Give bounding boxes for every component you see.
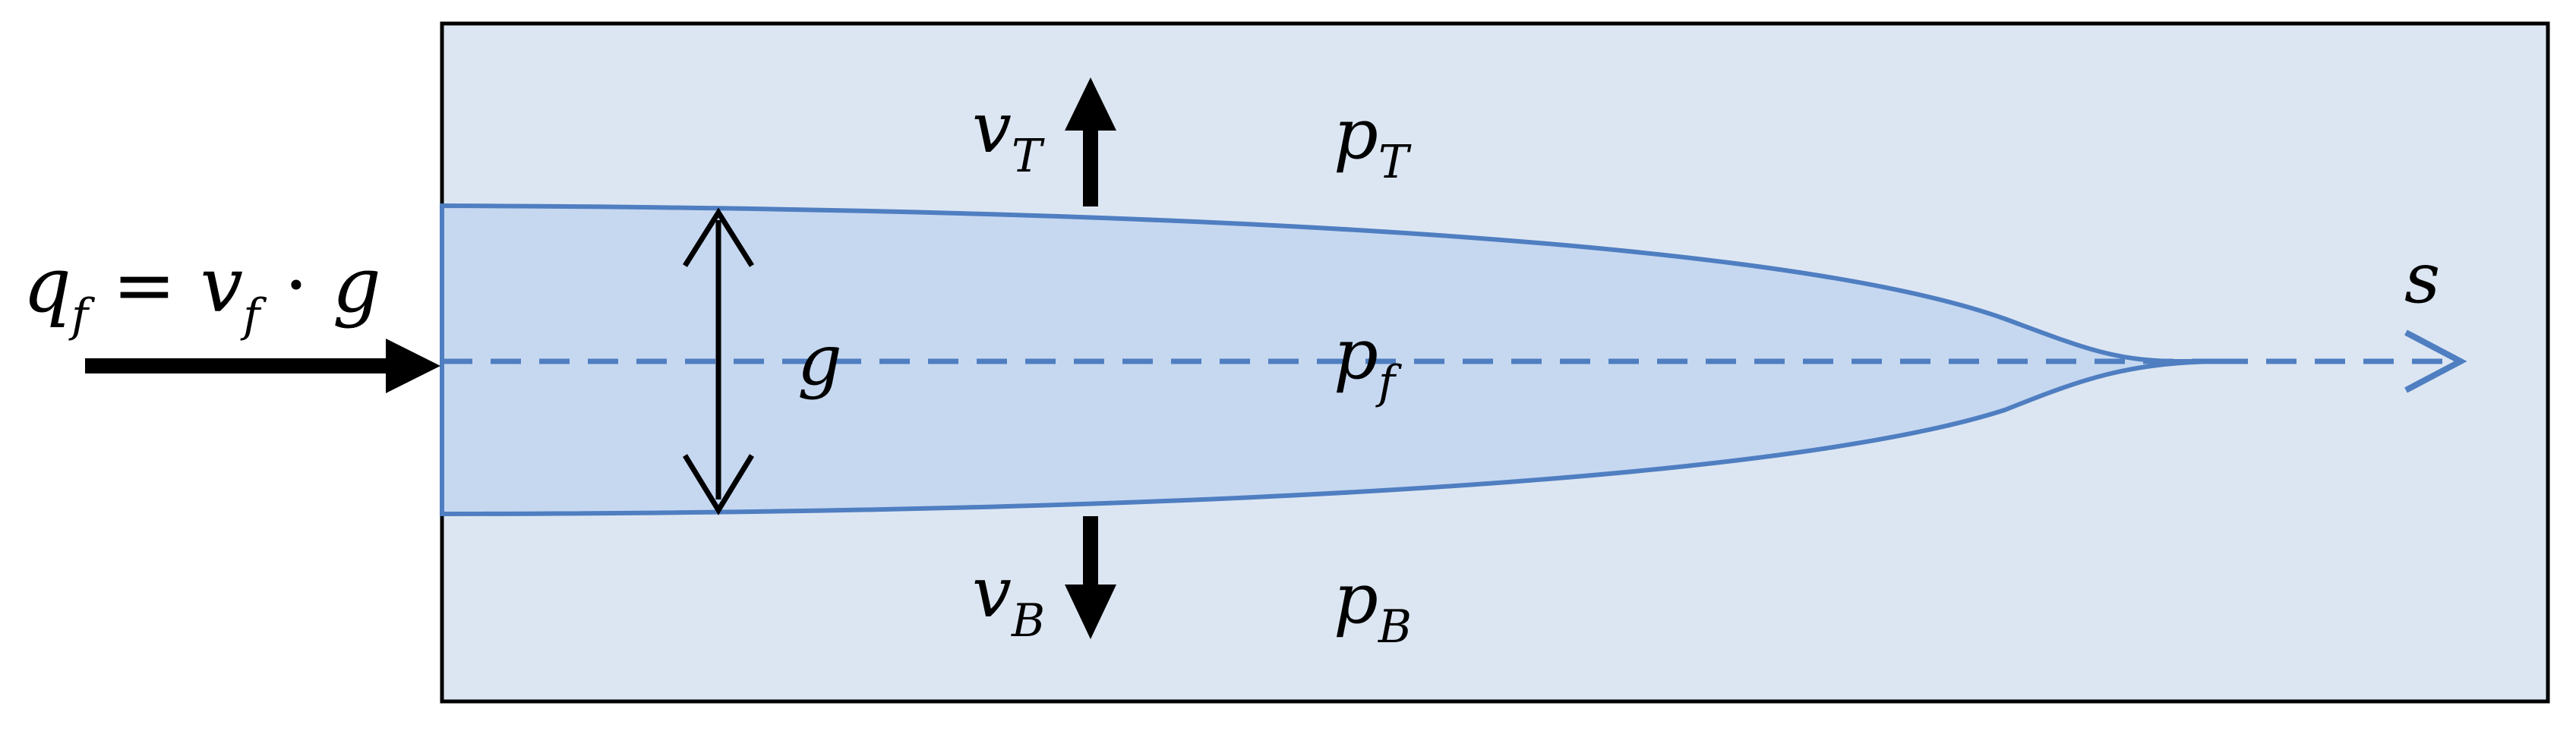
s-axis-arrowhead — [2404, 329, 2467, 393]
velocity-top-arrow-head — [1065, 77, 1116, 131]
velocity-bottom-label: vB — [972, 552, 1045, 648]
gap-arrow-bottom-head — [683, 454, 754, 515]
pressure-top-label: pT — [1334, 93, 1412, 189]
inflow-equation: qf = vf · g — [23, 241, 381, 342]
s-axis-label: s — [2404, 238, 2440, 319]
pressure-bottom-label: pB — [1334, 558, 1412, 654]
velocity-bottom-arrow-head — [1065, 585, 1116, 639]
velocity-top-label: vT — [972, 87, 1045, 183]
gap-arrow-top-head — [683, 207, 754, 267]
inflow-arrow-head — [386, 339, 440, 393]
gap-label: g — [797, 320, 842, 401]
